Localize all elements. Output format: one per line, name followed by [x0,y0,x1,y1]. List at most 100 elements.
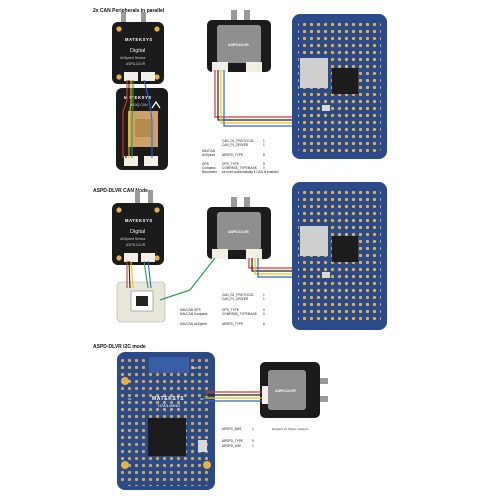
resistor-note: Resistor 2x Solver resistors [272,427,309,431]
mcu-chip [148,418,186,456]
sensor-line1: Digital [130,48,145,54]
mcu-chip [332,68,358,94]
direction-arrow-icon [151,100,161,109]
brand-logo: MATEKSYS [124,95,152,100]
param-name: CAN_P1_DRIVER [222,297,249,301]
connector [144,156,158,166]
param-name: ARSPD_BUS [222,427,241,431]
param-left: DAVCAN GPS [180,308,201,312]
param-value: 0 [263,312,265,316]
sensor-to-gps-wires [126,260,152,289]
qr-code [136,296,148,306]
param-name: ARSPD_USE [222,444,241,448]
connector [124,156,138,166]
aspd-dlvr-board: ASPD-DLVR [207,10,271,72]
usb-port [198,440,207,452]
chip-to-fc-wires [159,257,297,301]
pitot-port [141,12,146,26]
param-value: 9 [263,162,265,166]
params-s3: ARSPD_BUS 1 ARSPD_TYPE 9 ARSPD_USE 1 [222,427,254,448]
param-value: 1 [263,297,265,301]
flight-controller-board [292,182,387,330]
airspeed-sensor-board: MATEKSYS Digital AirSpeed Sensor ASPD-DL… [112,190,164,265]
fc-model: H7A3-WING [158,403,180,408]
wing-flight-controller: BAT ESC S1 S2 MATEKSYS H7A3-WING [117,352,215,490]
section-title-can-node: ASPD-DLVR CAN Node [93,188,148,194]
chip-to-fc-wires [214,70,297,127]
param-value: 1 [263,139,265,143]
sensor-model: ASPD-DLVR [126,243,146,247]
fc-to-chip-wires [205,391,262,402]
sensor-model: ASPD-DLVR [126,62,146,66]
pitot-port [320,378,328,384]
param-left: DAVCAN Compass [180,312,208,316]
param-value: 1 [263,143,265,147]
param-left: DAVCAN [202,149,216,153]
sensor-board-body [112,22,164,84]
connector [212,62,228,72]
chip-label: ASPD-DLVR [228,43,249,47]
section-aspd-can-node: ASPD-DLVR CAN Node MATEKSYS Digital AirS… [93,182,387,330]
section-aspd-i2c: ASPD-DLVR I2C mode BAT ESC S1 S2 MATEKSY… [93,344,328,490]
param-name: COMPASS_TYPEMASK [222,312,258,316]
label-s1: S1 [128,397,132,401]
param-name: GPS_TYPE [222,162,239,166]
param-left: Compass [202,166,216,170]
connector [246,62,262,72]
sensor-line2: AirSpeed Sensor [120,56,147,60]
param-value: 9 [252,439,254,443]
pitot-port [121,12,126,26]
brand-logo: MATEKSYS [125,37,153,42]
sensor-line2: AirSpeed Sensor [120,237,147,241]
section-title-i2c: ASPD-DLVR I2C mode [93,344,146,350]
param-name: COMPASS_TYPEMASK [222,166,258,170]
pitot-port [244,10,250,26]
flight-controller-board [292,14,387,159]
gps-module [116,281,166,323]
sensor-to-gps-wires [122,79,153,158]
connector [124,72,138,81]
label-bat: BAT [192,366,198,370]
section-can-parallel: 2x CAN Peripherals in parallel MATEKSYS … [93,8,387,174]
params-s1: CAN_D1_PROTOCOL 1 CAN_P1_DRIVER 1 DAVCAN… [202,139,279,174]
chip-label: ASPD-DLVR [275,389,296,393]
brand-logo: MATEKSYS [152,396,184,402]
gps-m10q-can-board: MATEKSYS M10Q-CAN [116,88,168,170]
param-left: AirSpeed [202,153,215,157]
param-value: 9 [263,308,265,312]
param-value: 1 [252,427,254,431]
param-name: CAN_P1_DRIVER [222,143,249,147]
aspd-dlvr-board: ASPD-DLVR [260,362,328,418]
pressure-sensor [217,25,261,63]
param-name: CAN_D1_PROTOCOL [222,139,254,143]
param-value: 0 [263,166,265,170]
airspeed-sensor-board: MATEKSYS Digital AirSpeed Sensor ASPD-DL… [112,12,164,84]
aspd-dlvr-board: ASPD-DLVR [207,197,271,259]
connector [262,386,268,404]
param-name: ARSPD_TYPE [222,153,243,157]
param-name: GPS_TYPE [222,308,239,312]
sensor-line1: Digital [130,229,145,235]
sd-card-slot [300,58,328,88]
connector [141,72,155,81]
param-value: 8 [263,153,265,157]
section-title-can-parallel: 2x CAN Peripherals in parallel [93,8,165,14]
param-value: 1 [263,293,265,297]
param-left: DAVCAN AirSpeed [180,322,207,326]
param-left: GPS [202,162,209,166]
param-name: ARSPD_TYPE [222,322,243,326]
usb-port [322,105,330,111]
pitot-port [231,10,237,26]
label-s2: S2 [200,397,204,401]
chip-label: ASPD-DLVR [228,230,249,234]
param-value: 8 [263,322,265,326]
param-left: Barometer [202,170,218,174]
brand-logo: MATEKSYS [125,218,153,223]
params-s2: CAN_D1_PROTOCOL 1 CAN_P1_DRIVER 1 DAVCAN… [180,293,265,326]
param-value: 1 [252,444,254,448]
param-name: ARSPD_TYPE [222,439,243,443]
param-name: CAN_D1_PROTOCOL [222,293,254,297]
pitot-port [320,396,328,402]
gps-model: M10Q-CAN [130,103,148,107]
